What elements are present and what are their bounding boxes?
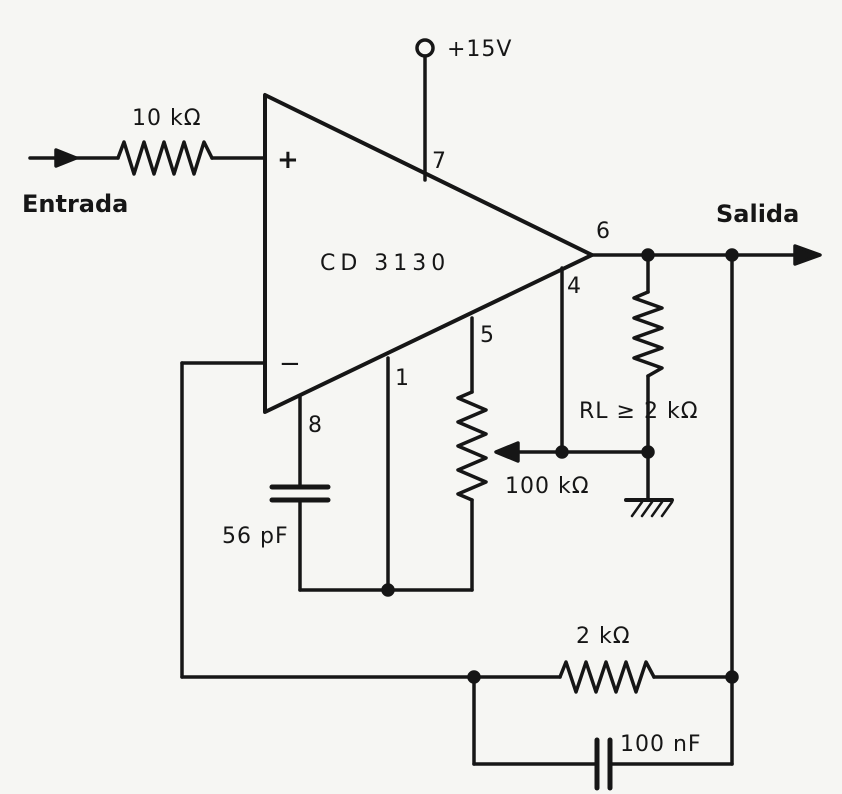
capacitor-comp-label: 56 pF	[222, 524, 289, 549]
pin-1-label: 1	[395, 366, 409, 391]
potentiometer-symbol	[456, 390, 488, 502]
ground-icon	[624, 498, 674, 518]
input-arrow-icon	[54, 148, 78, 168]
input-label: Entrada	[22, 190, 128, 218]
pin-7-label: 7	[432, 149, 446, 174]
output-label: Salida	[716, 200, 799, 228]
pin-4-label: 4	[567, 274, 581, 299]
resistor-feedback-symbol	[558, 660, 656, 694]
opamp-triangle	[263, 93, 594, 414]
supply-terminal-icon	[415, 38, 435, 58]
potentiometer-label: 100 kΩ	[505, 474, 590, 499]
resistor-input-label: 10 kΩ	[132, 106, 202, 131]
pin-5-label: 5	[480, 323, 494, 348]
output-arrow-icon	[793, 244, 822, 266]
minus-sign: −	[279, 349, 301, 379]
wiper-arrow-icon	[494, 441, 520, 463]
plus-sign: +	[277, 145, 299, 175]
pin-6-label: 6	[596, 219, 610, 244]
resistor-feedback-label: 2 kΩ	[576, 624, 631, 649]
supply-label: +15V	[447, 37, 512, 62]
opamp-part-label: CD 3130	[320, 251, 450, 276]
pin-8-label: 8	[308, 413, 322, 438]
resistor-load-symbol	[632, 290, 664, 378]
resistor-load-label: RL ≥ 2 kΩ	[579, 399, 699, 424]
resistor-input-symbol	[116, 140, 214, 176]
capacitor-feedback-label: 100 nF	[620, 732, 702, 757]
